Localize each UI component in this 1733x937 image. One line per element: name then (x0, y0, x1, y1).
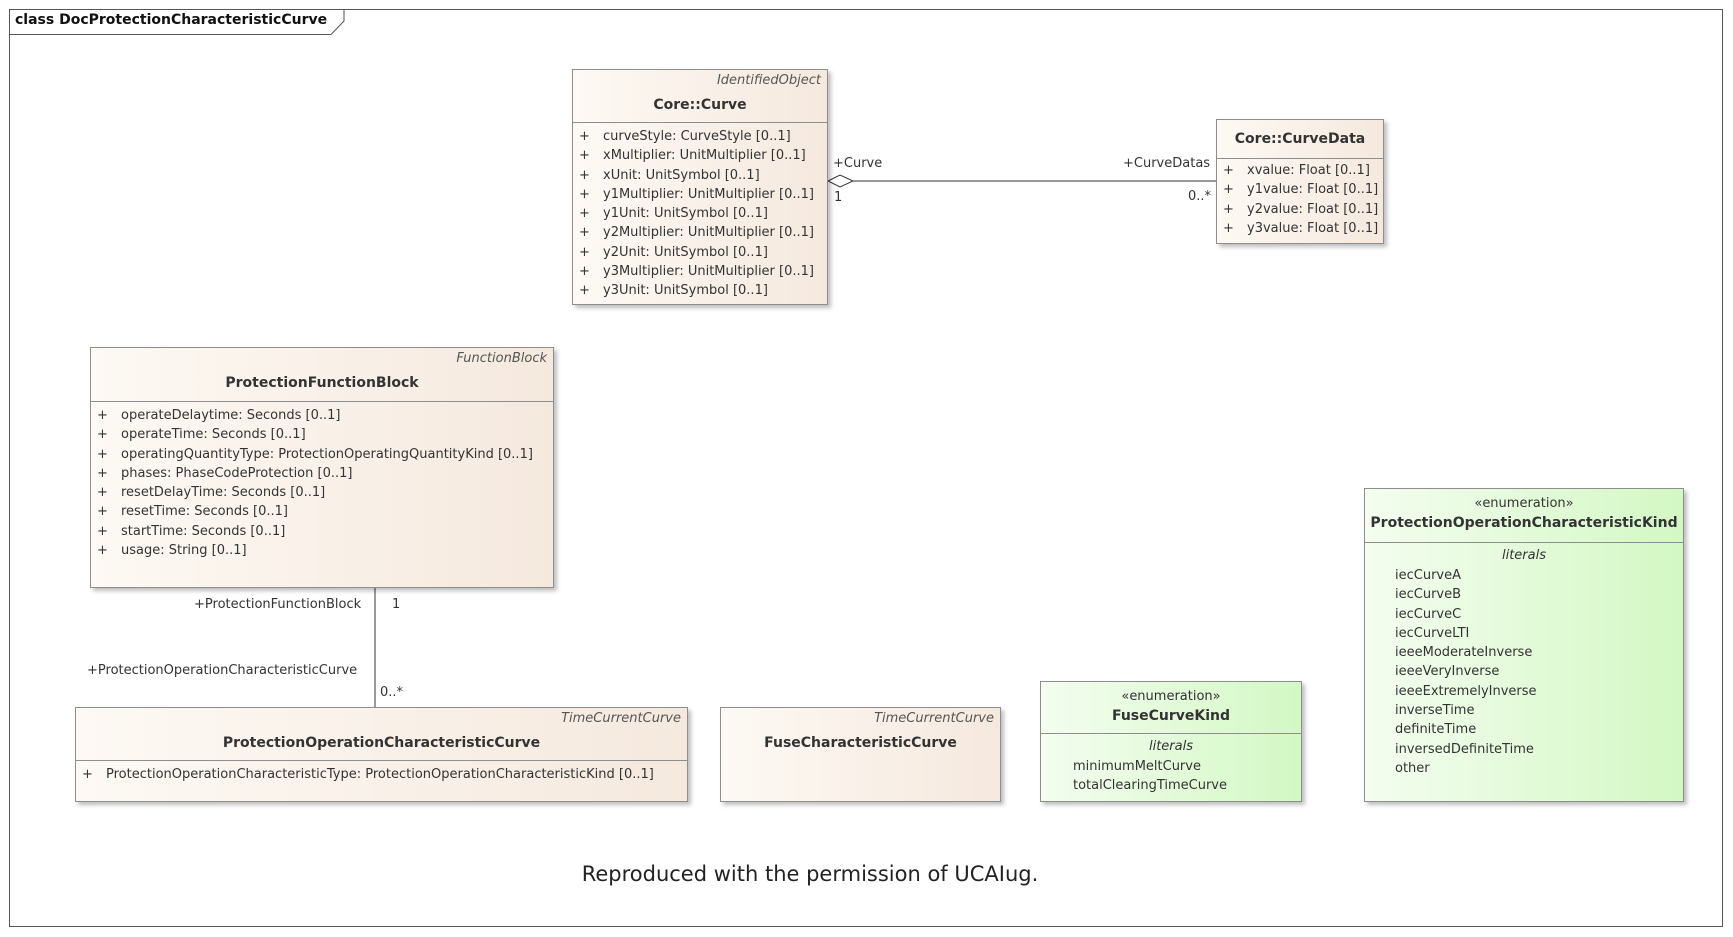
attribute-row: +y3Unit: UnitSymbol [0..1] (579, 283, 768, 299)
literal-row: iecCurveA (1395, 568, 1462, 583)
class-protection-operation-characteristic-curve[interactable]: TimeCurrentCurve ProtectionOperationChar… (75, 707, 688, 802)
attribute-row: +y3Multiplier: UnitMultiplier [0..1] (579, 264, 814, 280)
literal-row: totalClearingTimeCurve (1073, 778, 1227, 794)
attribute-row: +ProtectionOperationCharacteristicType: … (82, 767, 654, 782)
literal-row: definiteTime (1395, 722, 1477, 738)
attribute-row: +y2value: Float [0..1] (1223, 201, 1379, 217)
attribute-row: +curveStyle: CurveStyle [0..1] (579, 129, 791, 144)
attribute-row: +startTime: Seconds [0..1] (97, 523, 286, 539)
assoc2-source-role: +ProtectionFunctionBlock (194, 597, 362, 612)
assoc1-target-role: +CurveDatas (1123, 156, 1211, 171)
class-protection-function-block[interactable]: FunctionBlock ProtectionFunctionBlock +o… (90, 347, 554, 588)
attribute-row: +y1value: Float [0..1] (1223, 182, 1379, 198)
compartment-separator (91, 401, 553, 402)
literal-row: inverseTime (1395, 703, 1475, 719)
attribute-row: +operateTime: Seconds [0..1] (97, 427, 306, 443)
attribute-row: +resetDelayTime: Seconds [0..1] (97, 485, 326, 501)
assoc1-source-role: +Curve (833, 156, 883, 171)
class-name: FuseCharacteristicCurve (764, 735, 957, 751)
compartment-separator (1041, 733, 1301, 734)
permission-note: Reproduced with the permission of UCAIug… (581, 862, 1039, 886)
assoc2-target-role: +ProtectionOperationCharacteristicCurve (87, 663, 358, 678)
literal-row: other (1395, 760, 1430, 776)
attribute-row: +xMultiplier: UnitMultiplier [0..1] (579, 148, 806, 164)
literal-row: ieeeExtremelyInverse (1395, 683, 1537, 699)
enum-protection-operation-characteristic-kind[interactable]: «enumeration» ProtectionOperationCharact… (1364, 488, 1684, 802)
class-name: ProtectionFunctionBlock (225, 375, 419, 391)
attribute-row: +xvalue: Float [0..1] (1223, 163, 1370, 178)
enum-stereotype: «enumeration» (1474, 496, 1574, 511)
enum-fuse-curve-kind[interactable]: «enumeration» FuseCurveKind literals min… (1040, 681, 1302, 802)
literal-row: iecCurveB (1395, 587, 1462, 603)
literals-header: literals (1501, 548, 1546, 563)
class-stereotype: IdentifiedObject (716, 73, 821, 88)
class-name: Core::CurveData (1234, 131, 1366, 147)
class-stereotype: TimeCurrentCurve (874, 711, 994, 726)
compartment-separator (573, 122, 827, 123)
attribute-list: +ProtectionOperationCharacteristicType: … (82, 765, 654, 784)
literal-row: ieeeModerateInverse (1395, 645, 1533, 661)
literal-list: iecCurveA iecCurveB iecCurveC iecCurveLT… (1395, 566, 1537, 778)
assoc1-target-mult: 0..* (1188, 189, 1212, 204)
attribute-row: +phases: PhaseCodeProtection [0..1] (97, 465, 353, 481)
attribute-list: +operateDelaytime: Seconds [0..1] +opera… (97, 406, 533, 560)
compartment-separator (1365, 542, 1683, 543)
assoc2-target-mult: 0..* (380, 685, 404, 700)
attribute-row: +resetTime: Seconds [0..1] (97, 504, 288, 520)
compartment-separator (1217, 158, 1383, 159)
literal-list: minimumMeltCurve totalClearingTimeCurve (1073, 757, 1227, 796)
compartment-separator (76, 760, 687, 761)
attribute-list: +curveStyle: CurveStyle [0..1] +xMultipl… (579, 127, 814, 301)
assoc2-source-mult: 1 (392, 597, 401, 612)
class-core-curvedata[interactable]: Core::CurveData +xvalue: Float [0..1] +y… (1216, 119, 1384, 244)
literal-row: iecCurveC (1395, 606, 1462, 622)
literals-header: literals (1148, 739, 1193, 754)
attribute-row: +operateDelaytime: Seconds [0..1] (97, 408, 341, 423)
diagram-frame (9, 9, 1723, 927)
attribute-row: +operatingQuantityType: ProtectionOperat… (97, 446, 533, 462)
attribute-row: +y2Unit: UnitSymbol [0..1] (579, 244, 768, 260)
class-core-curve[interactable]: IdentifiedObject Core::Curve +curveStyle… (572, 69, 828, 305)
attribute-row: +y1Unit: UnitSymbol [0..1] (579, 206, 768, 222)
attribute-row: +y3value: Float [0..1] (1223, 220, 1379, 236)
attribute-row: +y2Multiplier: UnitMultiplier [0..1] (579, 225, 814, 241)
class-stereotype: TimeCurrentCurve (561, 711, 681, 726)
literal-row: minimumMeltCurve (1073, 759, 1201, 774)
attribute-row: +usage: String [0..1] (97, 543, 247, 559)
aggregation-diamond (826, 174, 855, 188)
class-fuse-characteristic-curve[interactable]: TimeCurrentCurve FuseCharacteristicCurve (720, 707, 1001, 802)
class-name: Core::Curve (653, 97, 747, 113)
class-stereotype: FunctionBlock (456, 351, 547, 366)
literal-row: iecCurveLTI (1395, 625, 1470, 641)
attribute-row: +xUnit: UnitSymbol [0..1] (579, 167, 760, 183)
frame-title: class DocProtectionCharacteristicCurve (15, 12, 328, 28)
enum-name: FuseCurveKind (1111, 708, 1231, 724)
attribute-row: +y1Multiplier: UnitMultiplier [0..1] (579, 186, 814, 202)
class-name: ProtectionOperationCharacteristicCurve (222, 735, 541, 751)
literal-row: inversedDefiniteTime (1395, 741, 1534, 757)
literal-row: ieeeVeryInverse (1395, 664, 1500, 680)
enum-stereotype: «enumeration» (1121, 689, 1221, 704)
attribute-list: +xvalue: Float [0..1] +y1value: Float [0… (1223, 161, 1378, 238)
enum-name: ProtectionOperationCharacteristicKind (1370, 515, 1678, 531)
assoc1-source-mult: 1 (834, 190, 843, 205)
